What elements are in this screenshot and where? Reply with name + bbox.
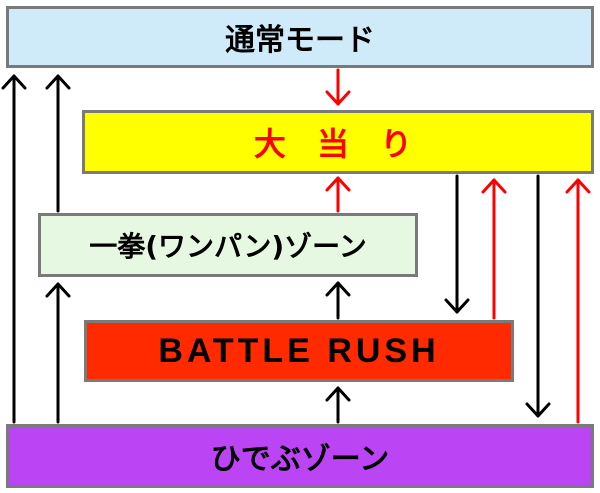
arrow-hidebu-to-rush <box>325 386 351 424</box>
arrow-normal-to-jackpot <box>325 68 351 106</box>
arrow-rush-to-jackpot <box>481 178 507 320</box>
arrow-rush-to-ippan <box>325 281 351 320</box>
node-hidebu-zone: ひでぶゾーン <box>6 424 594 488</box>
node-normal-mode-label: 通常モード <box>225 23 375 58</box>
arrow-ippan-to-jackpot <box>325 176 351 213</box>
node-ippan-zone: 一拳(ワンパン)ゾーン <box>38 213 418 277</box>
node-battle-rush: BATTLE RUSH <box>84 320 514 382</box>
node-hidebu-zone-label: ひでぶゾーン <box>210 442 390 477</box>
arrow-hidebu-to-normal-outer <box>1 74 27 424</box>
arrow-jackpot-to-hidebu <box>525 174 551 418</box>
node-battle-rush-label: BATTLE RUSH <box>158 331 440 370</box>
node-jackpot: 大 当 り <box>82 110 594 174</box>
node-jackpot-label: 大 当 り <box>253 125 423 163</box>
arrow-hidebu-to-jackpot <box>565 178 591 424</box>
arrow-hidebu-to-normal-inner <box>45 74 71 213</box>
node-ippan-zone-label: 一拳(ワンパン)ゾーン <box>89 230 367 263</box>
arrow-hidebu-to-ippan <box>45 282 71 424</box>
node-normal-mode: 通常モード <box>6 6 594 68</box>
arrow-jackpot-to-rush <box>444 174 470 314</box>
